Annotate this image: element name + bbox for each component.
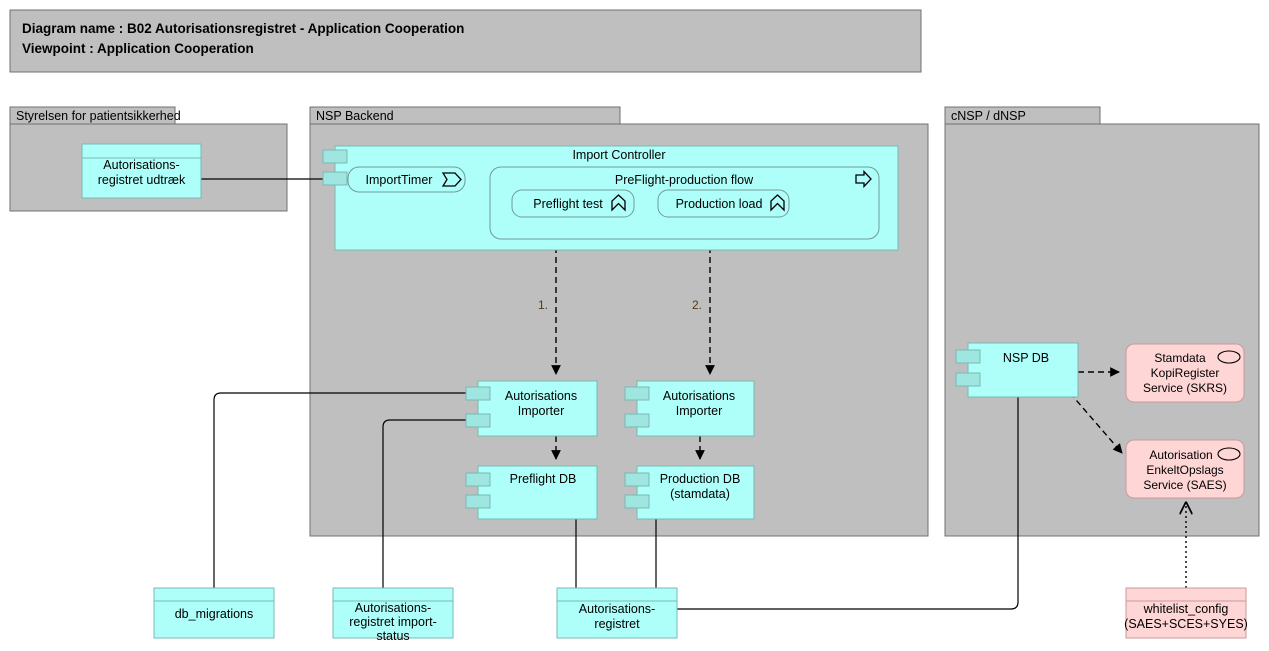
connector-layer — [201, 178, 1186, 610]
node-label-line2: Importer — [518, 404, 565, 418]
node-label: Production load — [676, 197, 763, 211]
node-label: Preflight test — [533, 197, 603, 211]
node-label-line2: (stamdata) — [670, 487, 730, 501]
component-tab-upper — [465, 386, 491, 401]
node-nsp-db[interactable]: NSP DB — [955, 342, 1079, 398]
node-label-line2: registret import- — [349, 615, 437, 629]
node-label-line1: Autorisations- — [579, 602, 655, 616]
component-tab-lower — [955, 372, 981, 387]
function-chevron-icon — [770, 194, 785, 212]
node-db-migrations[interactable]: db_migrations — [153, 587, 275, 639]
connector-nsp-db-to-saes[interactable] — [1069, 392, 1123, 454]
node-import-controller[interactable]: Import Controller — [322, 145, 899, 251]
node-label-line1: Autorisations — [505, 389, 577, 403]
node-label: Import Controller — [572, 148, 665, 162]
node-label-line1: Autorisations- — [355, 601, 431, 615]
node-label: ImportTimer — [366, 173, 433, 187]
component-tab-upper — [465, 472, 491, 487]
diagram-name-text: Diagram name : B02 Autorisationsregistre… — [22, 21, 464, 36]
component-tab-upper — [955, 349, 981, 364]
node-whitelist-config[interactable]: whitelist_config (SAES+SCES+SYES) — [1124, 587, 1248, 639]
node-stamdata-kopiregister-service[interactable]: Stamdata KopiRegister Service (SKRS) — [1125, 343, 1245, 403]
component-tab-upper — [624, 386, 650, 401]
node-production-db[interactable]: Production DB (stamdata) — [624, 465, 755, 520]
component-tab-lower — [322, 171, 348, 186]
component-tab-lower — [465, 494, 491, 509]
connector-import-status-to-importer[interactable] — [382, 419, 478, 588]
node-label: db_migrations — [175, 607, 254, 621]
node-label-line3: Service (SKRS) — [1143, 381, 1227, 395]
node-autorisationsregistret-udtraek[interactable]: Autorisations- registret udtræk — [81, 143, 202, 199]
component-tab-lower — [465, 413, 491, 428]
service-oval-icon — [1217, 350, 1241, 364]
event-icon — [441, 172, 462, 187]
component-tab-upper — [624, 472, 650, 487]
process-arrow-icon — [855, 169, 872, 189]
node-label-line2: registret — [594, 617, 640, 631]
node-import-timer[interactable]: ImportTimer — [347, 166, 466, 193]
node-label: NSP DB — [1003, 351, 1049, 365]
node-label-line2: (SAES+SCES+SYES) — [1124, 617, 1248, 631]
node-label-line3: status — [376, 629, 409, 643]
connector-autorisationsregistret-to-nsp-db[interactable] — [677, 397, 1019, 610]
sequence-label-1: 1. — [538, 298, 548, 312]
node-label-line1: Autorisation — [1149, 448, 1212, 462]
node-label-line1: Autorisations — [663, 389, 735, 403]
node-label-line1: whitelist_config — [1143, 602, 1229, 616]
group-label: Styrelsen for patientsikkerhed — [16, 109, 181, 123]
sequence-label-2: 2. — [692, 298, 702, 312]
node-label-line1: Production DB — [660, 472, 741, 486]
component-tab-lower — [624, 494, 650, 509]
node-preflight-db[interactable]: Preflight DB — [465, 465, 598, 520]
node-label-line2: registret udtræk — [98, 173, 186, 187]
node-preflight-production-flow[interactable]: PreFlight-production flow — [489, 166, 880, 240]
component-tab-upper — [322, 149, 348, 164]
node-label-line2: KopiRegister — [1151, 366, 1220, 380]
service-oval-icon — [1217, 447, 1241, 461]
node-autorisation-enkeltopslags-service[interactable]: Autorisation EnkeltOpslags Service (SAES… — [1125, 439, 1245, 499]
node-label-line3: Service (SAES) — [1143, 478, 1226, 492]
node-label-line2: EnkeltOpslags — [1146, 463, 1223, 477]
node-label-line2: Importer — [676, 404, 723, 418]
sequence-label-layer: 1. 2. — [538, 298, 702, 312]
node-autorisationsregistret[interactable]: Autorisations- registret — [556, 587, 678, 639]
node-autorisations-importer-preflight[interactable]: Autorisations Importer — [465, 380, 598, 437]
node-label-line1: Stamdata — [1154, 351, 1206, 365]
diagram-header: Diagram name : B02 Autorisationsregistre… — [9, 9, 922, 73]
node-label: PreFlight-production flow — [615, 173, 754, 187]
node-preflight-test[interactable]: Preflight test — [511, 189, 635, 218]
function-chevron-icon — [611, 194, 626, 212]
group-label: cNSP / dNSP — [951, 109, 1026, 123]
connector-db-migrations-to-importer[interactable] — [213, 392, 478, 588]
node-autorisations-importer-production[interactable]: Autorisations Importer — [624, 380, 755, 437]
node-production-load[interactable]: Production load — [657, 189, 790, 218]
group-label: NSP Backend — [316, 109, 394, 123]
component-tab-lower — [624, 413, 650, 428]
node-label-line1: Autorisations- — [103, 158, 179, 172]
viewpoint-text: Viewpoint : Application Cooperation — [22, 41, 254, 56]
node-autorisationsregistret-import-status[interactable]: Autorisations- registret import- status — [332, 587, 454, 643]
node-label: Preflight DB — [510, 472, 577, 486]
